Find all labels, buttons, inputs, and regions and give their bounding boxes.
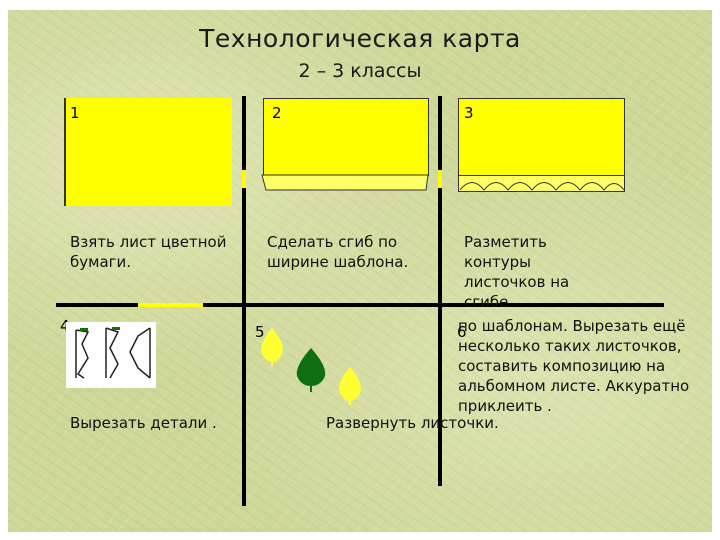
- yellow-leaf-icon: [339, 367, 361, 405]
- yellow-leaf-icon: [261, 328, 283, 366]
- step-caption: Сделать сгиб по ширине шаблона.: [267, 233, 409, 271]
- step-number: 4: [60, 317, 70, 335]
- grid-line-highlight: [138, 303, 203, 307]
- slide-subtitle: 2 – 3 классы: [298, 60, 422, 82]
- leaf-outline-strip: [458, 175, 625, 192]
- grid-line-highlight: [438, 170, 442, 188]
- step-caption: Вырезать детали .: [70, 414, 217, 432]
- slide-title: Технологическая карта: [199, 24, 521, 53]
- grid-line-highlight: [242, 170, 246, 188]
- cut-details-image: [66, 322, 156, 388]
- step-number: 1: [70, 104, 80, 122]
- step-caption: Взять лист цветной бумаги.: [70, 233, 227, 271]
- step-number: 2: [272, 104, 282, 122]
- paper-sheet: [64, 98, 232, 206]
- grid-line-vertical-1: [242, 96, 246, 506]
- step-number: 5: [255, 323, 265, 341]
- slide: Технологическая карта 2 – 3 классы 1 1 В…: [8, 10, 712, 532]
- step-caption: Развернуть листочки.: [326, 414, 499, 432]
- grid-line-horizontal: [56, 303, 664, 307]
- step-caption: по шаблонам. Вырезать ещё несколько таки…: [458, 317, 690, 415]
- folded-paper: [263, 98, 429, 176]
- step-caption: Разметить контуры листочков на сгибе: [464, 233, 570, 311]
- folded-paper: [458, 98, 625, 176]
- fold-strip: [261, 174, 429, 191]
- step-number: 3: [464, 104, 474, 122]
- grid-line-vertical-2: [438, 96, 442, 486]
- step-number: 6: [457, 323, 467, 341]
- green-leaf-icon: [296, 348, 326, 392]
